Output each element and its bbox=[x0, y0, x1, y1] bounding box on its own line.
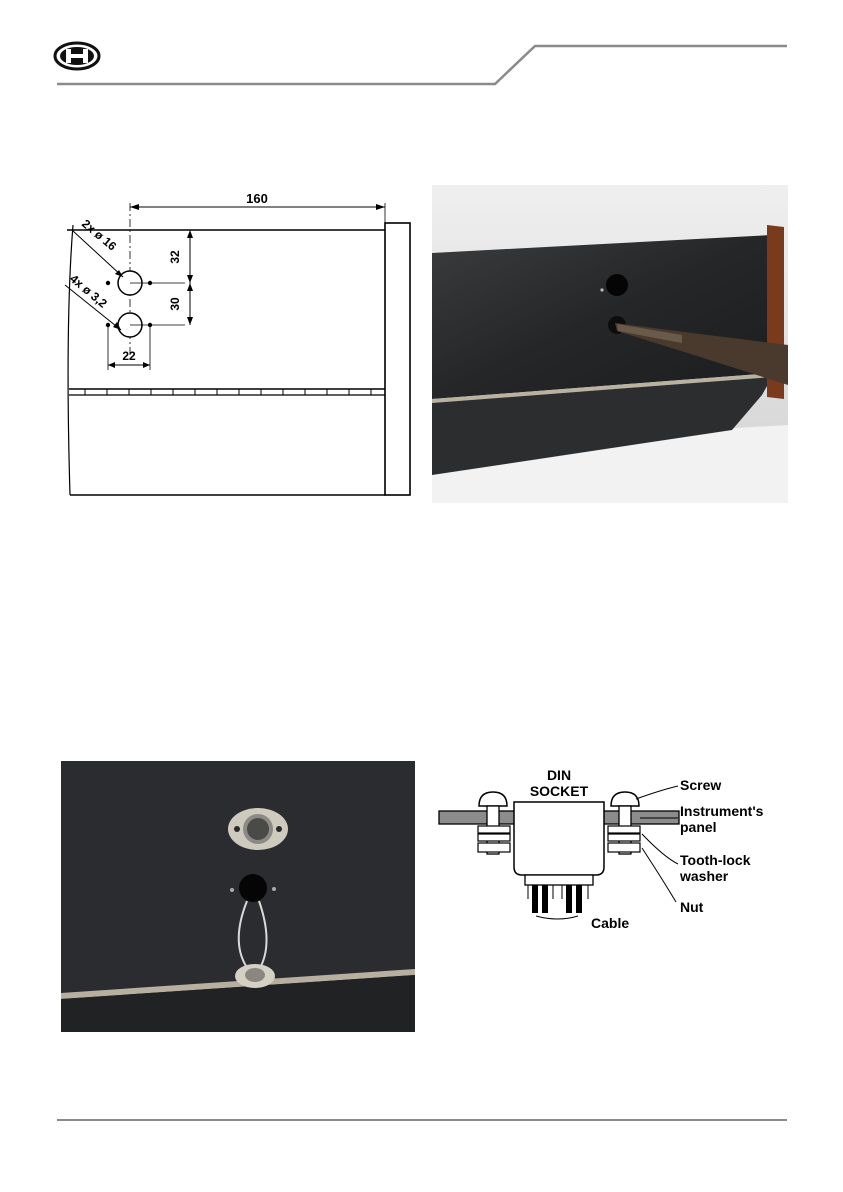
hole-dimension-drawing: 160 32 30 22 2x ø 16 4x ø 3,2 bbox=[55, 185, 420, 505]
din-title-line2: SOCKET bbox=[530, 783, 589, 799]
panel-label-line1: Instrument's bbox=[680, 803, 764, 819]
panel-label-line2: panel bbox=[680, 819, 717, 835]
header-graphics bbox=[0, 0, 843, 100]
dim-width-label: 160 bbox=[246, 191, 268, 206]
nut-label: Nut bbox=[680, 899, 704, 915]
footer-rule bbox=[57, 1119, 787, 1121]
hammond-logo-icon bbox=[55, 43, 99, 69]
drill-photo-icon bbox=[432, 185, 788, 503]
washer-label-line2: washer bbox=[679, 868, 729, 884]
dim-upper-label: 32 bbox=[168, 250, 182, 264]
dim-spacing-label: 30 bbox=[168, 297, 182, 311]
din-title-line1: DIN bbox=[547, 767, 571, 783]
header-rule bbox=[57, 46, 787, 84]
page-header bbox=[0, 0, 843, 100]
cable-label: Cable bbox=[591, 915, 629, 931]
din-socket-photo-icon bbox=[61, 761, 415, 1032]
big-holes-label: 2x ø 16 bbox=[79, 217, 119, 254]
din-socket-cross-section: DIN SOCKET Screw Instrument's panel Toot… bbox=[436, 762, 781, 932]
dim-screw-gap-label: 22 bbox=[122, 349, 136, 363]
screw-label: Screw bbox=[680, 777, 721, 793]
washer-label-line1: Tooth-lock bbox=[680, 852, 751, 868]
small-holes-label: 4x ø 3,2 bbox=[67, 272, 110, 311]
